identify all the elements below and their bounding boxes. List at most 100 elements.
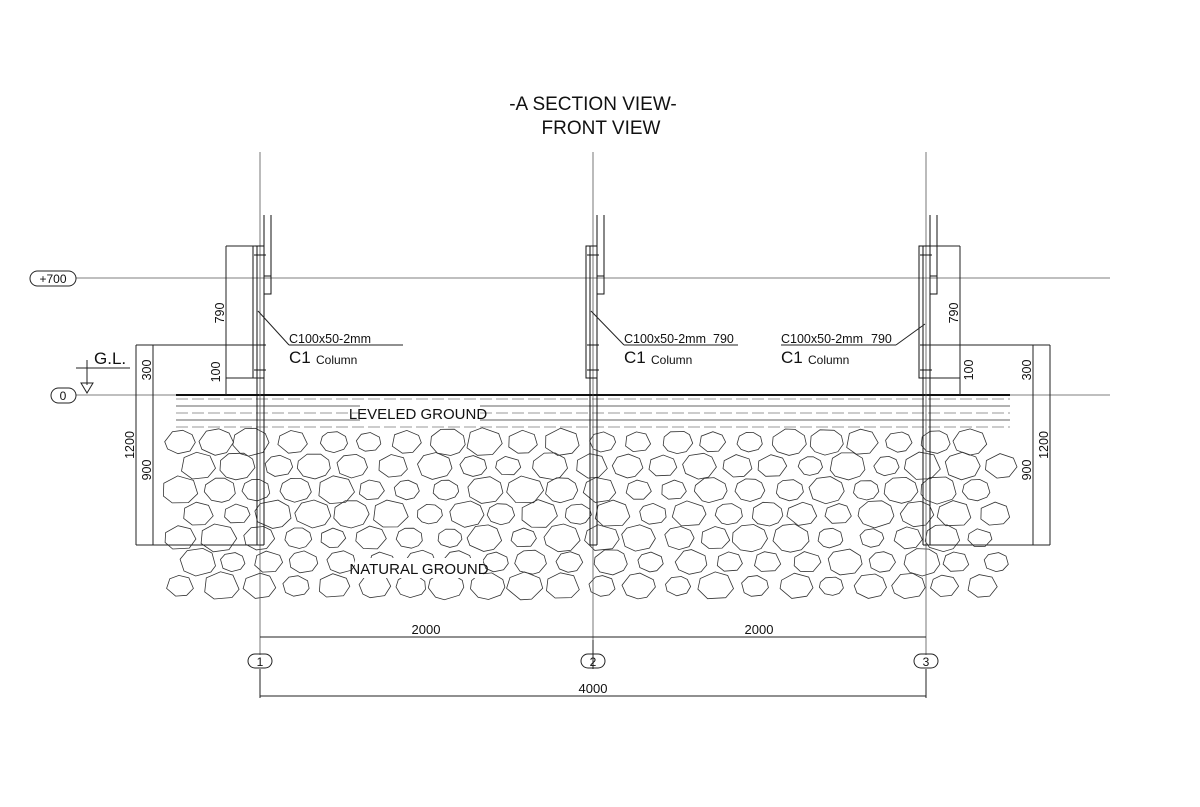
rock xyxy=(162,475,199,504)
rock xyxy=(294,499,332,529)
rock xyxy=(282,575,310,597)
rock xyxy=(682,452,717,480)
rock xyxy=(582,477,617,503)
rock xyxy=(467,476,504,504)
rock xyxy=(824,503,852,524)
rock xyxy=(584,524,620,551)
rock xyxy=(164,429,196,455)
total-dim: 4000 xyxy=(579,681,608,696)
svg-text:C1: C1 xyxy=(781,348,803,367)
rock xyxy=(983,552,1009,573)
rock xyxy=(967,574,998,598)
rock xyxy=(621,572,656,600)
rock xyxy=(637,551,664,573)
rock xyxy=(846,428,879,455)
rock xyxy=(891,572,926,600)
rock xyxy=(664,526,695,551)
rock xyxy=(952,428,988,456)
rock xyxy=(417,503,443,525)
rock xyxy=(589,431,617,453)
svg-text:790: 790 xyxy=(947,303,961,324)
rock xyxy=(204,571,240,600)
rock xyxy=(716,551,743,572)
rock xyxy=(757,454,788,477)
rock xyxy=(466,524,503,552)
level-tag-0: 0 xyxy=(50,387,77,404)
rock xyxy=(219,452,256,481)
rock xyxy=(883,476,919,504)
rock xyxy=(320,527,347,549)
rock xyxy=(899,500,935,528)
rock xyxy=(495,455,522,476)
rock xyxy=(326,550,357,574)
rock xyxy=(639,502,667,525)
rock xyxy=(459,455,488,477)
rock xyxy=(859,528,885,548)
rock xyxy=(521,499,558,528)
rock xyxy=(243,526,276,551)
rock xyxy=(779,572,814,599)
rock xyxy=(853,480,880,501)
rock xyxy=(576,453,608,479)
rock xyxy=(181,451,216,480)
svg-text:C100x50-2mm: C100x50-2mm xyxy=(781,332,863,346)
gl-label: G.L. xyxy=(94,349,126,368)
rock xyxy=(648,454,678,477)
rock xyxy=(336,453,368,479)
rock xyxy=(734,478,766,502)
natural-ground-label: NATURAL GROUND xyxy=(349,561,488,578)
rock xyxy=(611,453,644,479)
rock xyxy=(254,499,292,529)
level-tag-700: +700 xyxy=(29,270,77,287)
title-line-1: -A SECTION VIEW- xyxy=(509,94,677,115)
svg-text:100: 100 xyxy=(209,362,223,383)
svg-text:C1: C1 xyxy=(624,348,646,367)
rock xyxy=(164,525,197,550)
rock xyxy=(903,451,941,480)
rock xyxy=(264,454,294,477)
svg-text:790: 790 xyxy=(213,303,227,324)
leveled-ground-label: LEVELED GROUND xyxy=(349,406,488,423)
rock xyxy=(873,455,900,477)
rock xyxy=(486,503,516,526)
rock xyxy=(818,576,844,596)
rock xyxy=(430,428,466,456)
span-dimensions: 2000 2000 4000 xyxy=(259,622,927,698)
rock xyxy=(665,576,692,597)
rock xyxy=(391,429,422,454)
svg-text:300: 300 xyxy=(140,360,154,381)
rock xyxy=(621,524,656,552)
rock xyxy=(961,479,991,502)
rock xyxy=(786,501,818,526)
column-c1-1 xyxy=(252,215,272,546)
rock xyxy=(903,548,941,577)
rock xyxy=(944,451,981,481)
svg-text:1: 1 xyxy=(257,655,264,669)
rock xyxy=(920,430,951,454)
rock xyxy=(772,523,810,553)
rock xyxy=(741,575,769,597)
rock xyxy=(736,431,763,453)
rock xyxy=(277,430,308,454)
rock xyxy=(893,526,923,550)
rock xyxy=(827,548,863,576)
svg-text:2: 2 xyxy=(590,655,597,669)
rock xyxy=(714,503,743,526)
rock xyxy=(829,452,866,481)
svg-text:900: 900 xyxy=(1020,460,1034,481)
rock xyxy=(697,571,734,600)
rock xyxy=(358,479,385,501)
rock xyxy=(920,476,957,505)
rock xyxy=(241,478,271,502)
right-dimensions: 790 100 300 900 1200 xyxy=(926,245,1051,546)
grid-bubble-2: 2 xyxy=(580,653,606,669)
rock xyxy=(417,452,453,480)
rock xyxy=(355,525,387,550)
rock xyxy=(588,575,616,597)
rock xyxy=(868,551,896,573)
rock xyxy=(254,550,284,573)
rock xyxy=(510,527,537,548)
rock xyxy=(279,477,312,503)
rock xyxy=(853,573,887,599)
rock xyxy=(662,431,694,455)
